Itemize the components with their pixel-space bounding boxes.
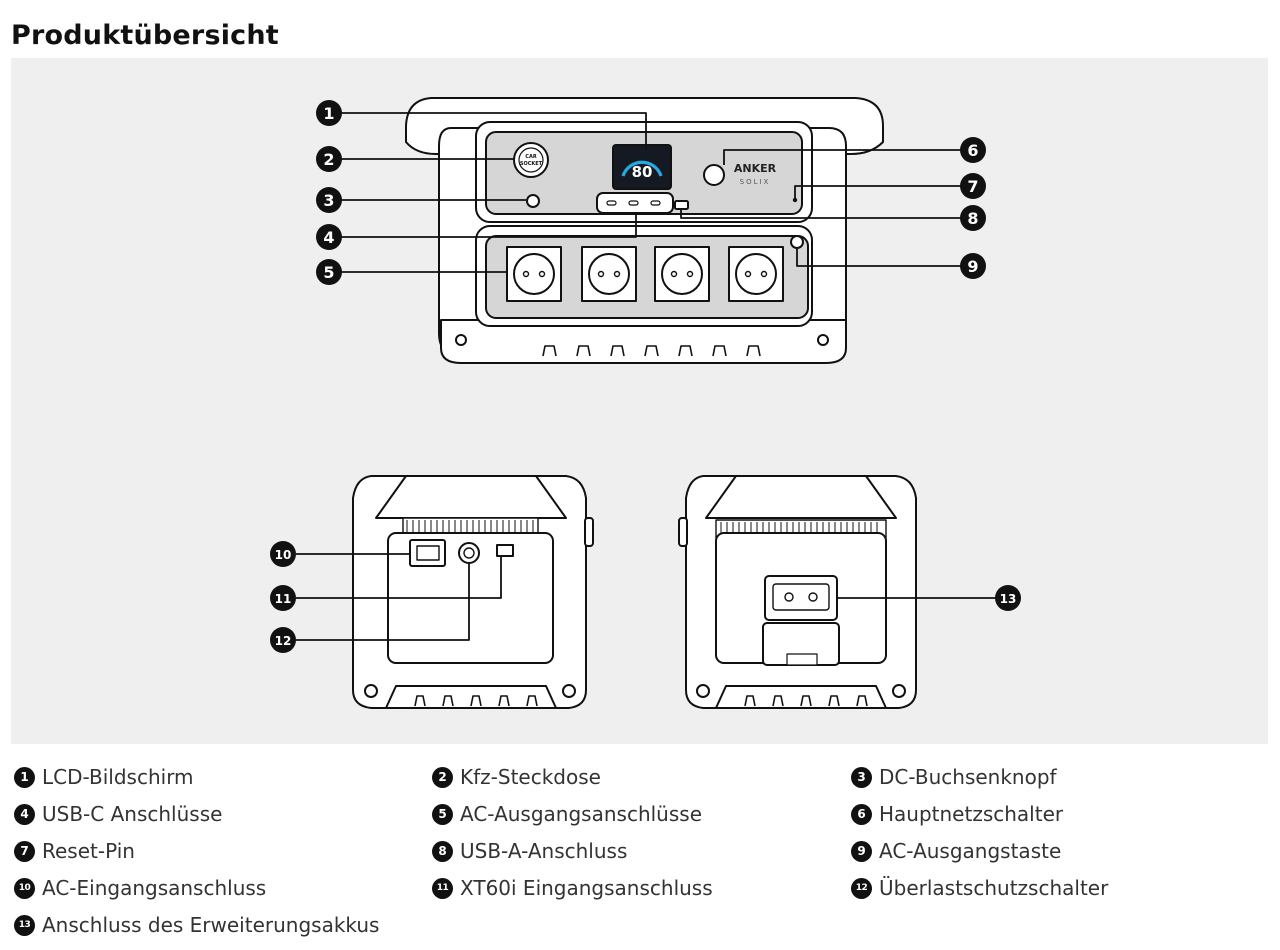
legend-label: Reset-Pin <box>42 839 135 863</box>
svg-text:10: 10 <box>275 548 292 562</box>
car-socket-label: CAR <box>525 154 537 160</box>
svg-text:12: 12 <box>275 634 292 648</box>
callout-badge-9: 9 <box>960 253 986 279</box>
legend-item-8: 8 USB-A-Anschluss <box>432 836 627 866</box>
callout-badge-13: 13 <box>995 585 1021 611</box>
svg-text:11: 11 <box>275 592 292 606</box>
legend-item-4: 4 USB-C Anschlüsse <box>14 799 222 829</box>
legend-number: 11 <box>432 877 453 899</box>
legend-label: USB-C Anschlüsse <box>42 802 223 826</box>
legend-label: AC-Ausgangstaste <box>879 839 1062 863</box>
callout-leaders <box>296 112 996 641</box>
legend-number: 7 <box>14 840 35 862</box>
lcd-value: 80 <box>632 163 653 181</box>
legend-item-11: 11 XT60i Eingangsanschluss <box>432 873 713 903</box>
callout-badge-12: 12 <box>270 627 296 653</box>
callout-badge-10: 10 <box>270 541 296 567</box>
product-illustration: CAR SOCKET 80 ANKER SOLIX 1 2 3 4 <box>270 97 1021 709</box>
callout-badge-5: 5 <box>316 259 342 285</box>
legend-number: 9 <box>851 840 872 862</box>
legend-number: 3 <box>851 766 872 788</box>
rear-view <box>352 475 594 709</box>
svg-text:9: 9 <box>967 257 978 276</box>
legend-number: 6 <box>851 803 872 825</box>
legend-label: USB-A-Anschluss <box>460 839 628 863</box>
svg-text:8: 8 <box>967 209 978 228</box>
legend-number: 13 <box>14 914 35 936</box>
callout-badge-11: 11 <box>270 585 296 611</box>
callout-badge-3: 3 <box>316 187 342 213</box>
callout-badge-4: 4 <box>316 224 342 250</box>
legend-label: DC-Buchsenknopf <box>879 765 1057 789</box>
ac-outlets <box>506 246 784 302</box>
legend-item-2: 2 Kfz-Steckdose <box>432 762 601 792</box>
legend-label: LCD-Bildschirm <box>42 765 194 789</box>
legend-label: AC-Ausgangsanschlüsse <box>460 802 702 826</box>
svg-text:4: 4 <box>323 228 334 247</box>
svg-text:7: 7 <box>967 177 978 196</box>
legend-label: Überlastschutzschalter <box>879 876 1109 900</box>
svg-text:6: 6 <box>967 141 978 160</box>
legend-item-12: 12 Überlastschutzschalter <box>851 873 1108 903</box>
legend-number: 5 <box>432 803 453 825</box>
callout-badge-2: 2 <box>316 146 342 172</box>
legend-item-10: 10 AC-Eingangsanschluss <box>14 873 266 903</box>
svg-text:2: 2 <box>323 150 334 169</box>
product-diagram: CAR SOCKET 80 ANKER SOLIX 1 2 3 4 <box>11 58 1268 744</box>
svg-text:5: 5 <box>323 263 334 282</box>
legend-number: 12 <box>851 877 872 899</box>
page-title: Produktübersicht <box>11 20 279 52</box>
callout-badge-6: 6 <box>960 137 986 163</box>
legend-item-7: 7 Reset-Pin <box>14 836 135 866</box>
legend-number: 4 <box>14 803 35 825</box>
callout-badge-8: 8 <box>960 205 986 231</box>
svg-text:1: 1 <box>323 104 334 123</box>
legend-item-9: 9 AC-Ausgangstaste <box>851 836 1061 866</box>
legend-number: 2 <box>432 766 453 788</box>
legend-item-1: 1 LCD-Bildschirm <box>14 762 194 792</box>
legend-item-6: 6 Hauptnetzschalter <box>851 799 1063 829</box>
svg-text:13: 13 <box>1000 592 1017 606</box>
front-view <box>405 97 884 364</box>
legend-label: Anschluss des Erweiterungsakkus <box>42 913 380 937</box>
brand-logo: ANKER <box>734 162 777 175</box>
legend-number: 8 <box>432 840 453 862</box>
legend-number: 10 <box>14 877 35 899</box>
brand-logo-sub: SOLIX <box>740 178 771 186</box>
legend-item-3: 3 DC-Buchsenknopf <box>851 762 1057 792</box>
legend-label: Kfz-Steckdose <box>460 765 601 789</box>
callout-badge-1: 1 <box>316 100 342 126</box>
svg-text:3: 3 <box>323 191 334 210</box>
legend-label: AC-Eingangsanschluss <box>42 876 267 900</box>
car-socket-label-2: SOCKET <box>520 161 543 167</box>
legend-label: Hauptnetzschalter <box>879 802 1064 826</box>
legend-label: XT60i Eingangsanschluss <box>460 876 713 900</box>
legend-item-5: 5 AC-Ausgangsanschlüsse <box>432 799 702 829</box>
legend-item-13: 13 Anschluss des Erweiterungsakkus <box>14 910 379 940</box>
side-view <box>678 475 917 709</box>
callout-badge-7: 7 <box>960 173 986 199</box>
legend-number: 1 <box>14 766 35 788</box>
